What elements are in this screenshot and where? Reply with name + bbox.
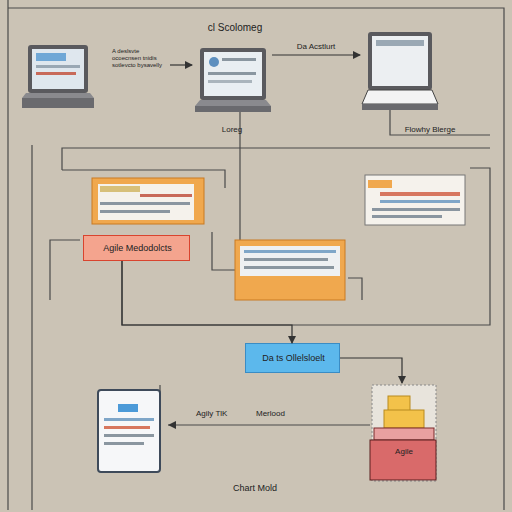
connector-arrow bbox=[122, 261, 292, 343]
laptop-node: Loreg bbox=[192, 45, 272, 137]
free-label: Agily TlK bbox=[196, 409, 256, 418]
connector-arrow bbox=[272, 54, 360, 55]
node-text: A deslsvte ocoecnsen tnidis sotlevcto by… bbox=[112, 48, 170, 69]
laptop-node: A deslsvte ocoecnsen tnidis sotlevcto by… bbox=[20, 40, 170, 112]
node-text: Agile bbox=[368, 447, 440, 456]
laptop-illustration bbox=[362, 32, 438, 110]
laptop-node: Flowhy Blerge bbox=[360, 30, 470, 136]
node-text: Da ts Ollelsloelt bbox=[246, 353, 341, 363]
node-text: Flowhy Blerge bbox=[390, 125, 470, 134]
document-illustration bbox=[98, 390, 160, 472]
edge-label: Da Acstlurt bbox=[276, 42, 356, 51]
window-illustration bbox=[365, 175, 465, 225]
connector-arrow bbox=[170, 64, 192, 65]
stack-illustration bbox=[370, 385, 436, 481]
diagram-title: cl Scolomeg bbox=[160, 22, 310, 34]
window-illustration bbox=[235, 240, 345, 300]
free-label: Merlood bbox=[256, 409, 316, 418]
node-text: Loreg bbox=[192, 125, 272, 134]
arrow-head bbox=[168, 421, 176, 429]
frame-lines bbox=[8, 0, 504, 510]
laptop-illustration bbox=[22, 45, 94, 108]
laptop-illustration bbox=[195, 48, 271, 112]
node-text: Agile Medodolcts bbox=[84, 243, 191, 253]
diagram-caption: Chart Mold bbox=[195, 483, 315, 493]
stack-node: Agile bbox=[368, 383, 440, 483]
connector-arrow bbox=[340, 358, 402, 383]
process-box: Da ts Ollelsloelt bbox=[245, 343, 340, 373]
process-box: Agile Medodolcts bbox=[83, 235, 190, 261]
window-illustration bbox=[92, 178, 204, 224]
